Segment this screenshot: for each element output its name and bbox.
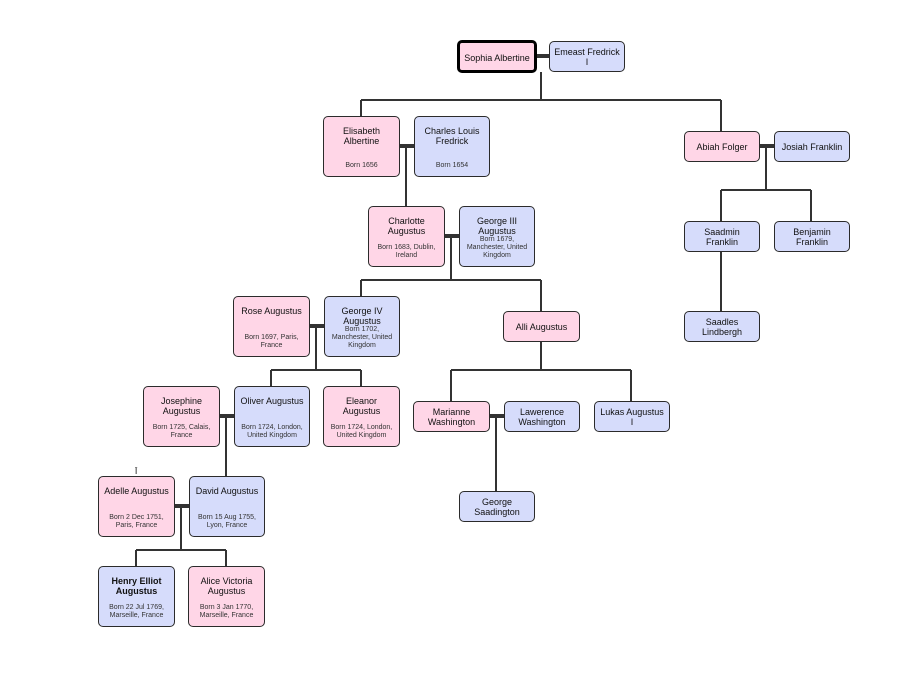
person-sophia-albertine[interactable]: Sophia Albertine bbox=[457, 40, 537, 73]
person-birth: Born 15 Aug 1755, Lyon, France bbox=[198, 514, 256, 529]
person-birth: Born 1725, Calais, France bbox=[152, 424, 211, 439]
person-lawerence-washington[interactable]: Lawerence Washington bbox=[504, 401, 580, 432]
person-alli-augustus[interactable]: Alli Augustus bbox=[503, 311, 580, 342]
link-sophia-children bbox=[360, 72, 722, 131]
person-george-iii-augustus[interactable]: George III Augustus Born 1679, Mancheste… bbox=[459, 206, 535, 267]
link-alli-children bbox=[450, 341, 632, 401]
text-cursor-icon: Ī bbox=[135, 467, 138, 476]
person-name: Henry Elliot Augustus bbox=[111, 576, 162, 596]
person-charles-louis-fredrick[interactable]: Charles Louis Fredrick Born 1654 bbox=[414, 116, 490, 177]
person-name: Eleanor Augustus bbox=[342, 396, 381, 416]
person-george-saadington[interactable]: George Saadington bbox=[459, 491, 535, 522]
person-name: Rose Augustus bbox=[241, 306, 302, 316]
link-adelle-children bbox=[135, 506, 227, 566]
person-charlotte-augustus[interactable]: Charlotte Augustus Born 1683, Dublin, Ir… bbox=[368, 206, 445, 267]
person-name: Charles Louis Fredrick bbox=[424, 126, 480, 146]
person-lukas-augustus-i[interactable]: Lukas Augustus I bbox=[594, 401, 670, 432]
person-name: Emeast Fredrick I bbox=[554, 47, 620, 67]
person-eleanor-augustus[interactable]: Eleanor Augustus Born 1724, London, Unit… bbox=[323, 386, 400, 447]
person-david-augustus[interactable]: David Augustus Born 15 Aug 1755, Lyon, F… bbox=[189, 476, 265, 537]
person-name: Alli Augustus bbox=[515, 322, 568, 332]
person-abiah-folger[interactable]: Abiah Folger bbox=[684, 131, 760, 162]
person-rose-augustus[interactable]: Rose Augustus Born 1697, Paris, France bbox=[233, 296, 310, 357]
person-name: Josephine Augustus bbox=[160, 396, 203, 416]
link-abiah-children bbox=[720, 147, 812, 221]
person-birth: Born 1683, Dublin, Ireland bbox=[377, 244, 436, 259]
person-name: Benjamin Franklin bbox=[793, 227, 831, 247]
person-birth: Born 1656 bbox=[345, 162, 378, 169]
person-name: George IV Augustus bbox=[341, 306, 383, 326]
person-birth: Born 2 Dec 1751, Paris, France bbox=[109, 514, 164, 529]
person-adelle-augustus[interactable]: Adelle Augustus Born 2 Dec 1751, Paris, … bbox=[98, 476, 175, 537]
person-name: Lawerence Washington bbox=[518, 407, 566, 427]
person-marianne-washington[interactable]: Marianne Washington bbox=[413, 401, 490, 432]
person-name: David Augustus bbox=[195, 486, 259, 496]
person-name: Saadmin Franklin bbox=[704, 227, 740, 247]
person-birth: Born 1724, London, United Kingdom bbox=[241, 424, 303, 439]
person-name: George Saadington bbox=[474, 497, 520, 517]
person-saadmin-franklin[interactable]: Saadmin Franklin bbox=[684, 221, 760, 252]
person-henry-elliot-augustus[interactable]: Henry Elliot Augustus Born 22 Jul 1769, … bbox=[98, 566, 175, 627]
person-name: Josiah Franklin bbox=[781, 142, 843, 152]
person-name: George III Augustus bbox=[476, 216, 518, 236]
person-birth: Born 1702, Manchester, United Kingdom bbox=[331, 326, 393, 349]
person-birth: Born 1654 bbox=[435, 162, 469, 169]
person-george-iv-augustus[interactable]: George IV Augustus Born 1702, Manchester… bbox=[324, 296, 400, 357]
person-birth: Born 1697, Paris, France bbox=[244, 334, 299, 349]
person-emeast-fredrick[interactable]: Emeast Fredrick I bbox=[549, 41, 625, 72]
person-birth: Born 22 Jul 1769, Marseille, France bbox=[109, 604, 164, 619]
person-birth: Born 3 Jan 1770, Marseille, France bbox=[199, 604, 254, 619]
person-name: Charlotte Augustus bbox=[387, 216, 426, 236]
person-name: Marianne Washington bbox=[427, 407, 476, 427]
person-name: Oliver Augustus bbox=[240, 396, 304, 406]
person-name: Saadles Lindbergh bbox=[701, 317, 743, 337]
person-name: Lukas Augustus I bbox=[600, 407, 664, 427]
person-oliver-augustus[interactable]: Oliver Augustus Born 1724, London, Unite… bbox=[234, 386, 310, 447]
person-name: Elisabeth Albertine bbox=[342, 126, 381, 146]
link-rose-children bbox=[270, 326, 362, 386]
person-name: Alice Victoria Augustus bbox=[200, 576, 253, 596]
person-name: Abiah Folger bbox=[696, 142, 748, 152]
person-name: Adelle Augustus bbox=[104, 486, 169, 496]
person-alice-victoria-augustus[interactable]: Alice Victoria Augustus Born 3 Jan 1770,… bbox=[188, 566, 265, 627]
person-benjamin-franklin[interactable]: Benjamin Franklin bbox=[774, 221, 850, 252]
person-name: Sophia Albertine bbox=[464, 53, 530, 63]
person-josephine-augustus[interactable]: Josephine Augustus Born 1725, Calais, Fr… bbox=[143, 386, 220, 447]
person-elisabeth-albertine[interactable]: Elisabeth Albertine Born 1656 bbox=[323, 116, 400, 177]
link-charlotte-children bbox=[360, 236, 542, 311]
person-saadles-lindbergh[interactable]: Saadles Lindbergh bbox=[684, 311, 760, 342]
person-josiah-franklin[interactable]: Josiah Franklin bbox=[774, 131, 850, 162]
person-birth: Born 1679, Manchester, United Kingdom bbox=[466, 236, 528, 259]
person-birth: Born 1724, London, United Kingdom bbox=[330, 424, 393, 439]
